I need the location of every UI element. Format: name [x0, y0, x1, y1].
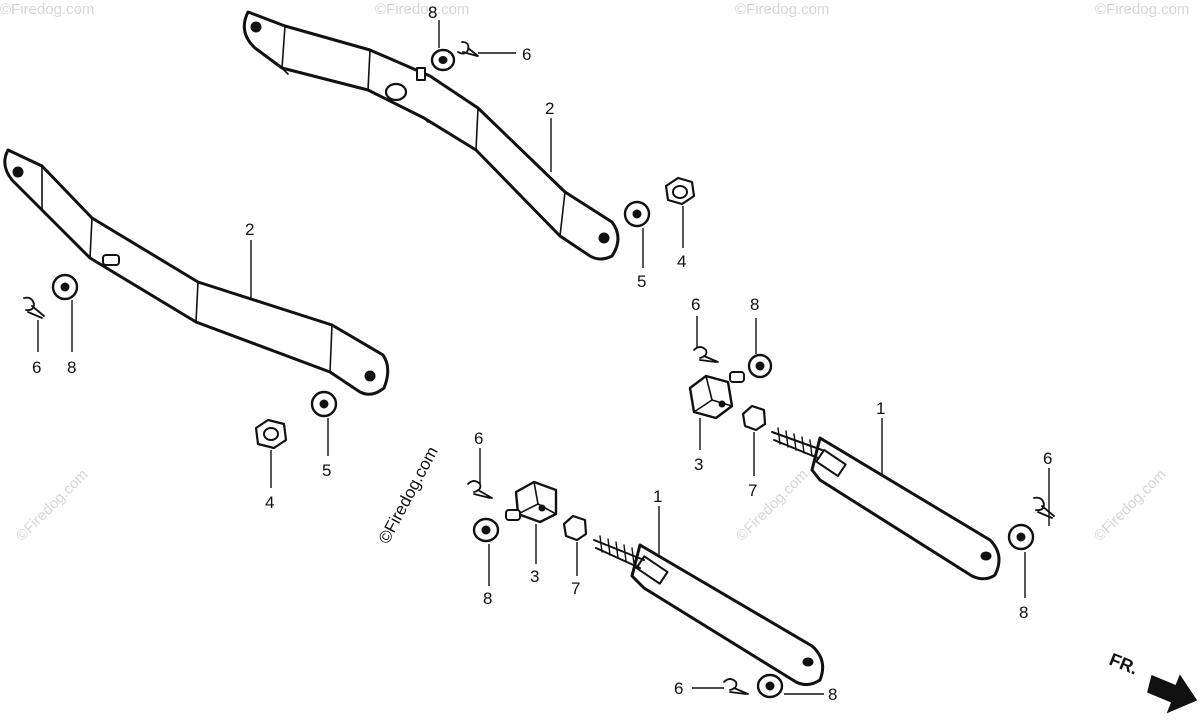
callout-1-lower: 1: [653, 487, 662, 506]
callout-1-right: 1: [876, 399, 885, 418]
cotter-pin-mid: [693, 346, 719, 363]
callout-7-right: 7: [748, 481, 757, 500]
washer-8-left: [51, 273, 79, 301]
callout-8-top: 8: [428, 3, 437, 22]
callout-8-lowleft: 8: [483, 589, 492, 608]
front-label: FR.: [1107, 649, 1141, 678]
callouts: 8 6 2 5 4 2 6 8 5 4 6 8 3 7 1 6 3 7 8 1 …: [32, 3, 1052, 704]
washer-8-bottom: [756, 673, 784, 699]
stay-bar-upper: [242, 10, 620, 261]
cotter-pin-left: [23, 296, 45, 319]
watermark-top-3: ©Firedog.com: [735, 1, 829, 18]
callout-2-left: 2: [245, 220, 254, 239]
callout-6-left: 6: [32, 358, 41, 377]
callout-3-lower: 3: [530, 567, 539, 586]
callout-4-lower: 4: [265, 493, 274, 512]
watermark-left: ©Firedog.com: [13, 466, 92, 545]
callout-6-right: 6: [1043, 449, 1052, 468]
callout-8-mid: 8: [750, 295, 759, 314]
callout-8-bottom: 8: [828, 685, 837, 704]
leader-lines: [37, 20, 1050, 695]
watermark-top-4: ©Firedog.com: [1095, 1, 1189, 18]
arrow-right-icon: [1147, 674, 1198, 714]
washer-8-right: [1007, 523, 1035, 551]
joint-right: [688, 371, 745, 420]
callout-6-lowleft: 6: [474, 429, 483, 448]
cotter-pin-right: [1033, 496, 1055, 519]
washer-8-lowleft: [472, 517, 500, 543]
callout-8-left: 8: [67, 358, 76, 377]
watermark-mid: ©Firedog.com: [733, 466, 812, 545]
stay-bar-left: [3, 148, 390, 396]
flange-nut-upper: [664, 176, 696, 206]
callout-3-right: 3: [694, 455, 703, 474]
watermark-right: ©Firedog.com: [1091, 466, 1170, 545]
flange-nut-lower: [254, 418, 288, 450]
washer-upper: [623, 200, 651, 228]
callout-7-lower: 7: [571, 579, 580, 598]
callout-5-lower: 5: [322, 461, 331, 480]
nut-right: [741, 404, 767, 432]
callout-6-bottom: 6: [674, 679, 683, 698]
washers-8: [51, 48, 1035, 699]
front-direction-indicator: FR.: [1107, 649, 1198, 714]
cotter-pin-top: [457, 41, 479, 57]
cotter-pins: [23, 41, 1055, 695]
callout-8-right: 8: [1019, 603, 1028, 622]
washer-lower: [310, 390, 338, 418]
link-rod-lower: [593, 535, 825, 687]
joint-lower: [505, 480, 558, 524]
callout-4-upper: 4: [677, 252, 686, 271]
callout-6-mid: 6: [691, 295, 700, 314]
callout-6-top: 6: [522, 45, 531, 64]
cotter-pin-bottom: [723, 678, 749, 695]
link-rod-right: [771, 427, 1001, 581]
watermark-top-1: ©Firedog.com: [0, 1, 94, 18]
watermark-center: ©Firedog.com: [375, 443, 442, 546]
nut-lower: [562, 514, 588, 542]
washer-8-top: [430, 48, 456, 72]
callout-5-upper: 5: [637, 272, 646, 291]
watermark-top-2: ©Firedog.com: [375, 1, 469, 18]
callout-2-upper: 2: [545, 99, 554, 118]
washer-8-mid: [747, 353, 773, 379]
